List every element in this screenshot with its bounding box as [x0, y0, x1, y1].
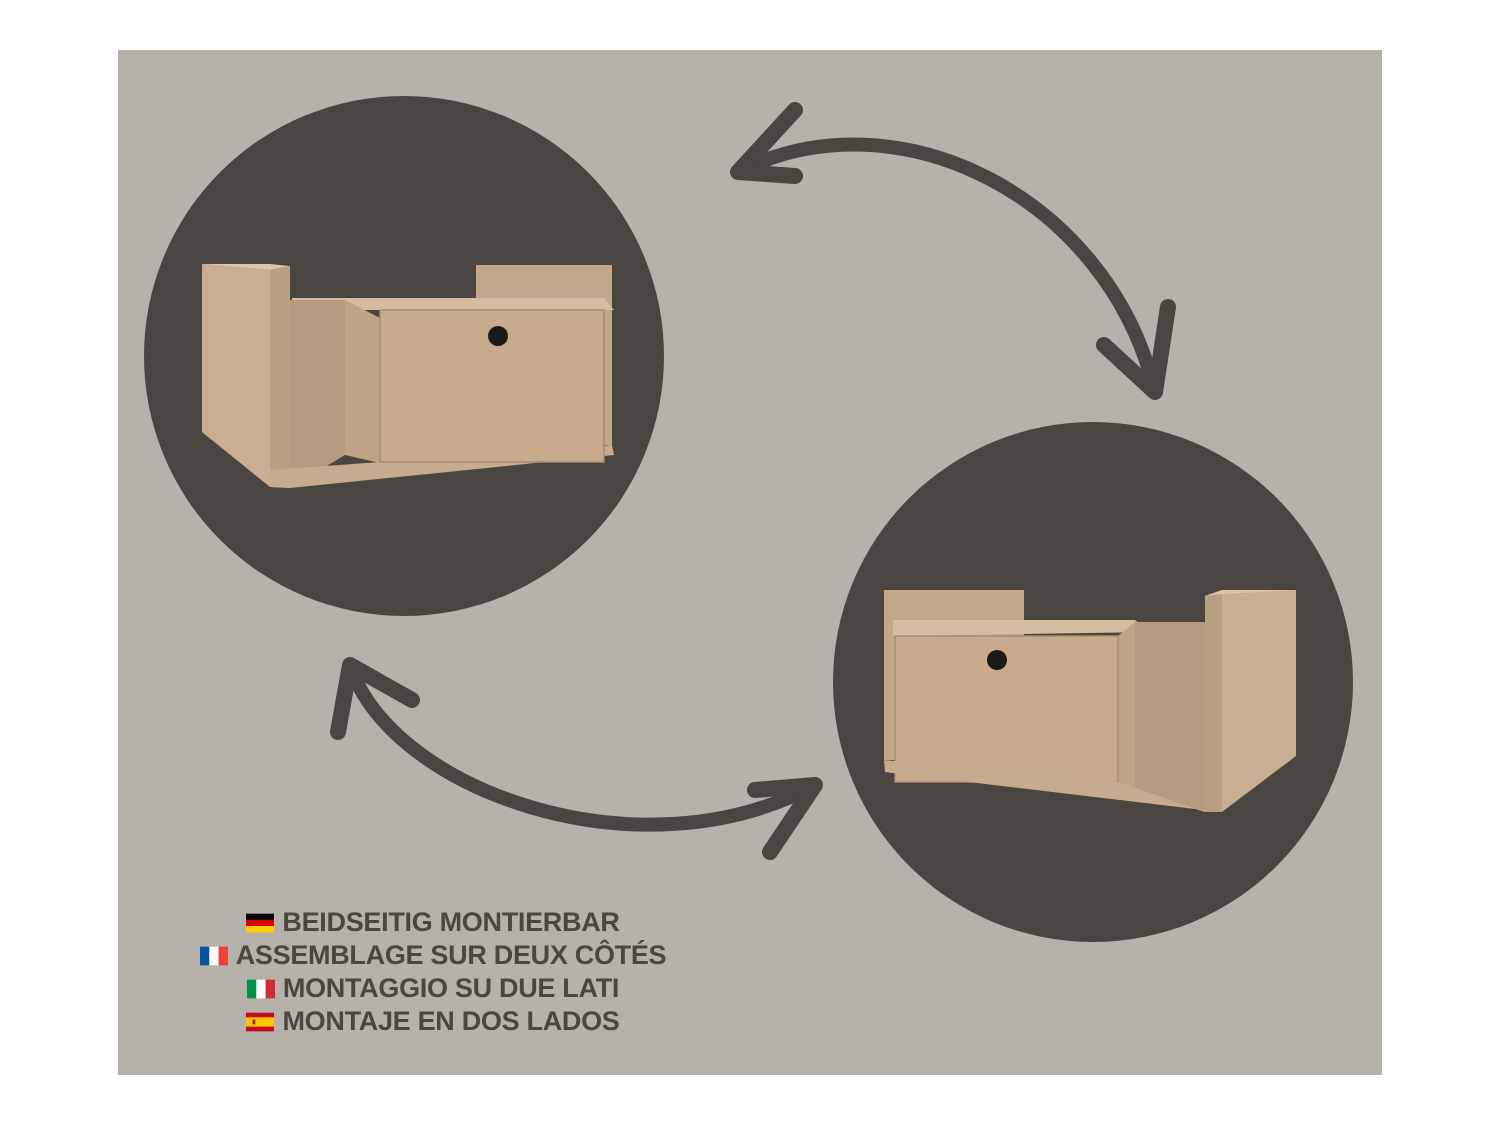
caption-row-spanish: MONTAJE EN DOS LADOS: [118, 1005, 748, 1038]
knob-icon-2: [987, 650, 1007, 670]
caption-text-italian: MONTAGGIO SU DUE LATI: [282, 973, 620, 1003]
spain-flag-icon: [246, 1012, 275, 1031]
caption-text-spanish: MONTAJE EN DOS LADOS: [282, 1006, 620, 1036]
caption-row-german: BEIDSEITIG MONTIERBAR: [118, 906, 748, 939]
germany-flag-icon: [246, 913, 275, 932]
curved-arrow-bottom-icon: [330, 657, 823, 860]
curved-arrow-top-icon: [730, 102, 1176, 400]
caption-text-french: ASSEMBLAGE SUR DEUX CÔTÉS: [235, 940, 667, 970]
caption-list: BEIDSEITIG MONTIERBAR ASSEMBLAGE SUR DEU…: [118, 906, 748, 1038]
cabinet-left-opening: [202, 264, 614, 488]
caption-text-german: BEIDSEITIG MONTIERBAR: [282, 907, 620, 937]
france-flag-icon: [199, 946, 228, 965]
cabinet-right-opening: [884, 590, 1296, 812]
italy-flag-icon: [246, 979, 275, 998]
knob-icon: [488, 326, 508, 346]
caption-row-italian: MONTAGGIO SU DUE LATI: [118, 972, 748, 1005]
caption-row-french: ASSEMBLAGE SUR DEUX CÔTÉS: [118, 939, 748, 972]
